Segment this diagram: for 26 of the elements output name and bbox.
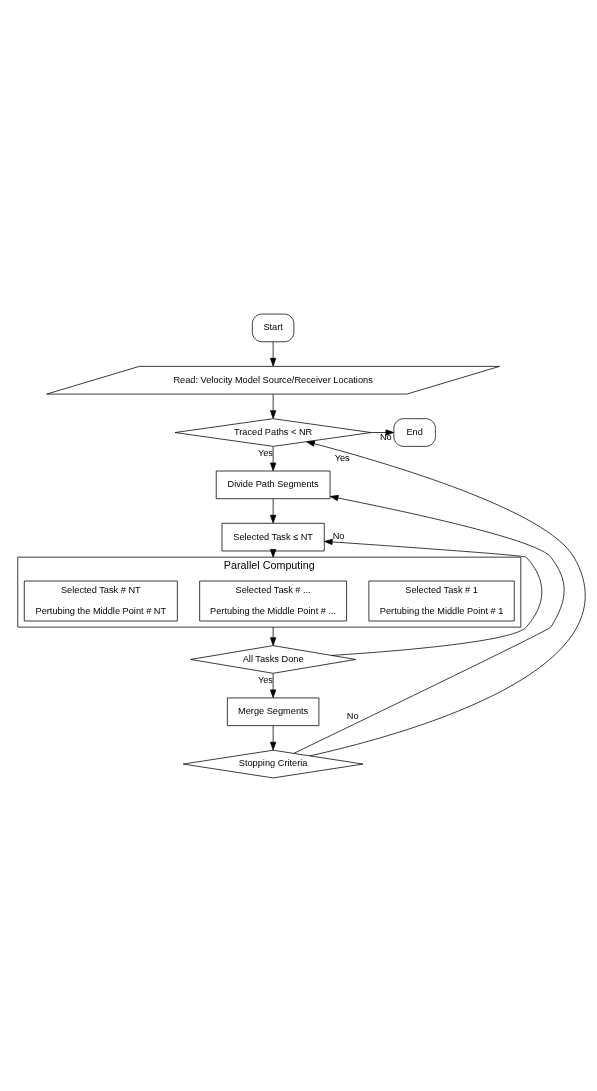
arrow (270, 498, 277, 523)
node-box: Merge Segments (226, 697, 320, 726)
arrow (306, 440, 585, 756)
arrow (270, 393, 277, 419)
edge-label: Yes (257, 447, 273, 458)
arrow (324, 538, 543, 656)
arrow (270, 341, 277, 366)
node-box: Selected Task # 1 Pertubing the Middle Point # 1 (368, 580, 515, 621)
node-box: Selected Task # NT Pertubing the Middle Point # NT (23, 580, 178, 621)
arrow (270, 626, 277, 646)
edge-label: Yes (257, 674, 273, 685)
arrow (293, 494, 565, 754)
node-diamond: Stopping Criteria (182, 749, 364, 778)
arrow (270, 672, 277, 698)
node-box: Selected Task # ... Pertubing the Middle Point # ... (199, 580, 347, 621)
edge-label: No (379, 431, 392, 442)
arrow (370, 428, 395, 436)
edge-label: No (346, 710, 359, 721)
arrow (270, 445, 277, 471)
node-box: End (393, 417, 436, 447)
arrow (270, 725, 277, 750)
node-diamond: All Tasks Done (190, 644, 356, 674)
edge-label: No (332, 530, 345, 541)
node-box: Start (251, 313, 295, 342)
edge-label: Yes (334, 452, 350, 463)
node-box: Divide Path Segments (215, 470, 331, 499)
